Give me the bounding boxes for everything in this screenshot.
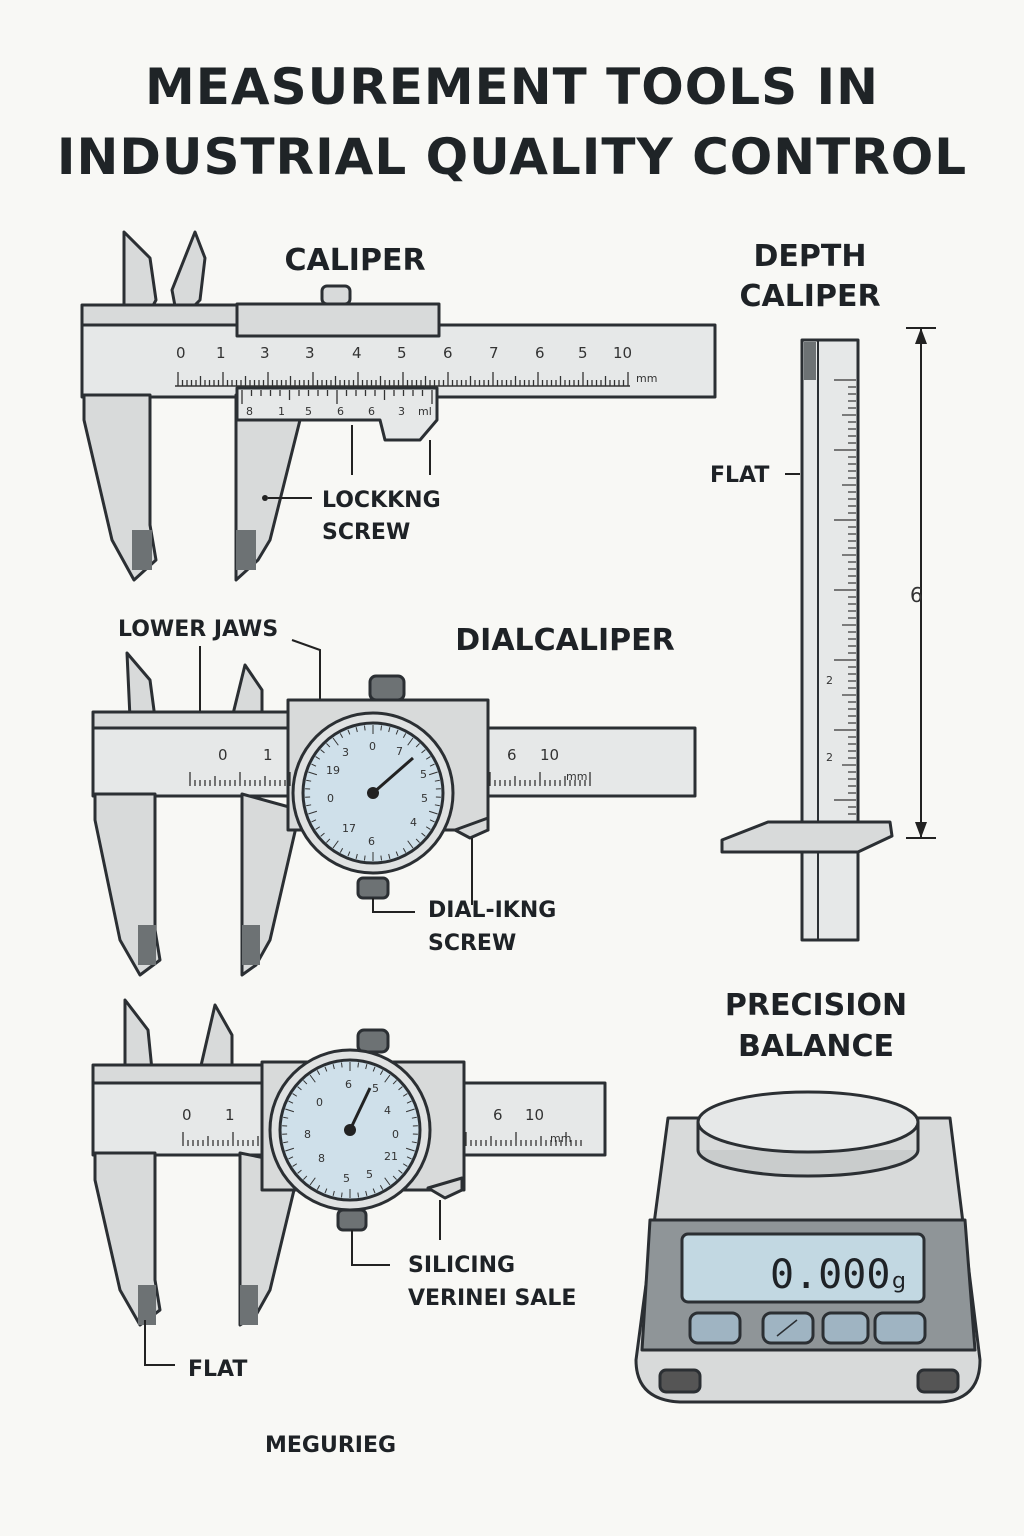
svg-text:VERINEI SALE: VERINEI SALE xyxy=(408,1286,576,1311)
vernier-1: 1 xyxy=(278,405,285,418)
dial-caliper-2: 6 5 4 0 21 5 5 8 8 0 0 1 6 10 mm SILICIN… xyxy=(91,998,607,1382)
svg-text:1: 1 xyxy=(225,1106,235,1124)
slicing-callout: SILICING VERINEI SALE FLAT xyxy=(144,1200,576,1382)
svg-text:6: 6 xyxy=(368,835,375,848)
dial-locking-screw-callout: DIAL-IKNG SCREW xyxy=(372,838,556,956)
svg-text:17: 17 xyxy=(342,822,356,835)
vernier-2: 5 xyxy=(305,405,312,418)
svg-text:8: 8 xyxy=(304,1128,311,1141)
svg-text:0: 0 xyxy=(182,1106,192,1124)
locking-label-2: SCREW xyxy=(322,520,410,545)
dial-caliper-heading: DIALCALIPER xyxy=(455,623,675,658)
title-line-1: MEASUREMENT TOOLS IN xyxy=(145,58,879,116)
caliper-heading: CALIPER xyxy=(284,243,425,278)
locking-label-1: LOCKKNG xyxy=(322,488,441,513)
svg-text:0: 0 xyxy=(392,1128,399,1141)
balance-display xyxy=(680,1232,926,1304)
svg-text:0: 0 xyxy=(218,746,228,764)
svg-text:FLAT: FLAT xyxy=(710,463,769,488)
scale-8: 6 xyxy=(535,344,545,362)
svg-text:5: 5 xyxy=(420,768,427,781)
svg-text:6: 6 xyxy=(910,583,923,607)
display-unit: g xyxy=(892,1269,906,1294)
svg-text:SILICING: SILICING xyxy=(408,1253,515,1278)
title-line-2: INDUSTRIAL QUALITY CONTROL xyxy=(56,128,968,186)
svg-text:5: 5 xyxy=(421,792,428,805)
svg-text:3: 3 xyxy=(342,746,349,759)
vernier-3: 6 xyxy=(337,405,344,418)
depth-base xyxy=(720,820,894,854)
vernier-plate xyxy=(235,386,439,442)
svg-text:mm: mm xyxy=(550,1132,571,1145)
dial-lock-screw[interactable] xyxy=(356,876,390,900)
svg-text:1: 1 xyxy=(263,746,273,764)
balance-button-4[interactable] xyxy=(873,1311,927,1345)
svg-text:2: 2 xyxy=(826,674,833,687)
scale-2: 3 xyxy=(260,344,270,362)
precision-balance: PRECISION BALANCE 0.000 g xyxy=(634,988,982,1404)
scale-0: 0 xyxy=(176,344,186,362)
balance-button-3[interactable] xyxy=(821,1311,870,1345)
svg-text:10: 10 xyxy=(525,1106,544,1124)
svg-text:10: 10 xyxy=(540,746,559,764)
svg-text:4: 4 xyxy=(384,1104,391,1117)
vernier-caliper: CALIPER 0 1 3 3 4 5 6 7 6 5 10 mm 8 xyxy=(80,230,717,582)
scale-7: 7 xyxy=(489,344,499,362)
vernier-6: ml xyxy=(418,405,432,418)
svg-text:0: 0 xyxy=(327,792,334,805)
scale-1: 1 xyxy=(216,344,226,362)
svg-text:FLAT: FLAT xyxy=(188,1357,247,1382)
depth-caliper: DEPTH CALIPER 2 2 FLAT 6 xyxy=(706,239,936,942)
svg-text:5: 5 xyxy=(372,1082,379,1095)
scale-3: 3 xyxy=(305,344,315,362)
page-title: MEASUREMENT TOOLS IN INDUSTRIAL QUALITY … xyxy=(0,52,1024,192)
svg-text:5: 5 xyxy=(343,1172,350,1185)
svg-text:mm: mm xyxy=(566,770,587,783)
balance-button-1[interactable] xyxy=(688,1311,742,1345)
svg-text:SCREW: SCREW xyxy=(428,931,516,956)
svg-text:21: 21 xyxy=(384,1150,398,1163)
svg-text:7: 7 xyxy=(396,745,403,758)
svg-text:8: 8 xyxy=(318,1152,325,1165)
footer-text: MEGURIEG xyxy=(265,1433,396,1458)
display-reading: 0.000 xyxy=(770,1252,890,1298)
locking-screw-callout: LOCKKNG SCREW xyxy=(262,425,441,545)
scale-9: 5 xyxy=(578,344,588,362)
svg-text:4: 4 xyxy=(410,816,417,829)
svg-text:6: 6 xyxy=(345,1078,352,1091)
svg-text:DEPTH: DEPTH xyxy=(754,239,867,274)
lower-jaws-label: LOWER JAWS xyxy=(118,617,278,642)
scale-5: 5 xyxy=(397,344,407,362)
thumb-wheel[interactable] xyxy=(320,284,352,306)
dial-knob[interactable] xyxy=(368,674,406,702)
vernier-0: 8 xyxy=(246,405,253,418)
svg-text:0: 0 xyxy=(369,740,376,753)
svg-text:19: 19 xyxy=(326,764,340,777)
svg-text:5: 5 xyxy=(366,1168,373,1181)
svg-text:DIAL-IKNG: DIAL-IKNG xyxy=(428,898,556,923)
svg-text:0: 0 xyxy=(316,1096,323,1109)
scale-unit: mm xyxy=(636,372,657,385)
svg-text:CALIPER: CALIPER xyxy=(739,279,880,314)
depth-dimension: 6 xyxy=(906,327,936,839)
dial-caliper: DIALCALIPER LOWER JAWS 0 7 5 5 4 6 17 0 … xyxy=(91,617,697,977)
vernier-4: 6 xyxy=(368,405,375,418)
scale-10: 10 xyxy=(613,344,632,362)
svg-text:6: 6 xyxy=(507,746,517,764)
vernier-5: 3 xyxy=(398,405,405,418)
slicing-screw[interactable] xyxy=(336,1208,368,1232)
svg-text:BALANCE: BALANCE xyxy=(738,1029,894,1064)
weighing-pan xyxy=(696,1090,920,1154)
svg-text:2: 2 xyxy=(826,751,833,764)
dial-knob-2[interactable] xyxy=(356,1028,390,1054)
scale-4: 4 xyxy=(352,344,362,362)
scale-6: 6 xyxy=(443,344,453,362)
svg-text:6: 6 xyxy=(493,1106,503,1124)
svg-text:PRECISION: PRECISION xyxy=(725,988,907,1023)
slider-top xyxy=(235,302,441,338)
